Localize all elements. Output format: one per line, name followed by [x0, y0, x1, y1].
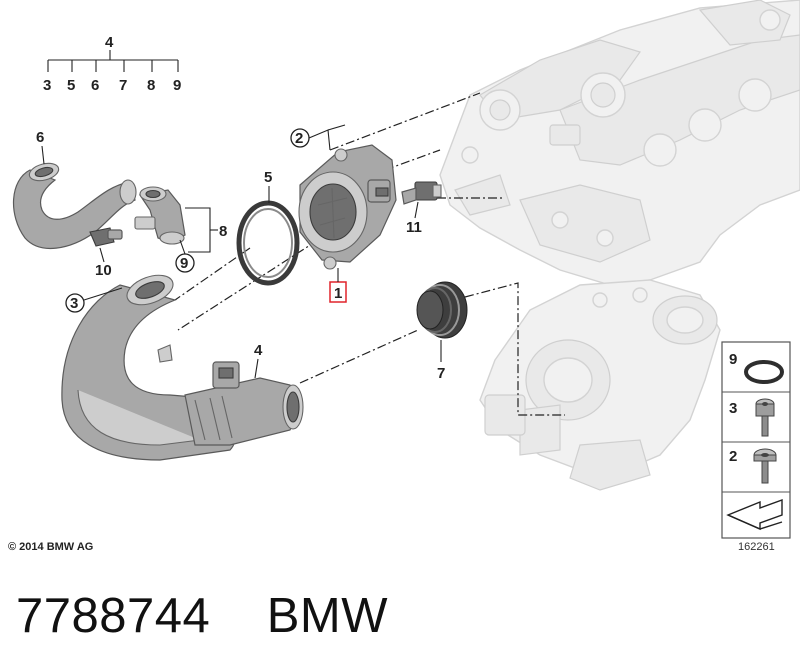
- arrow-icon: [726, 499, 783, 531]
- callout-3: 3: [70, 295, 78, 312]
- copyright-text: © 2014 BMW AG: [8, 541, 94, 553]
- throttle-valve: [298, 144, 397, 270]
- charge-hose: [13, 162, 137, 250]
- callout-4: 4: [254, 342, 263, 359]
- torx-bolt-icon: [753, 448, 777, 484]
- callout-6-child: 6: [91, 77, 99, 94]
- small-connector: [89, 227, 123, 247]
- callouts: 6 2 5 8 9 10 11 1 3 4: [36, 124, 445, 382]
- elbow-connector: [134, 186, 186, 245]
- callout-7-child: 7: [119, 77, 127, 94]
- callout-8: 8: [219, 223, 227, 240]
- hardware-legend: 9 3 2: [721, 341, 791, 539]
- callout-tree: 4 3 5 6 7 8 9: [43, 34, 181, 94]
- callout-6: 6: [36, 129, 44, 146]
- callout-8-child: 8: [147, 77, 155, 94]
- legend-label-3: 3: [729, 400, 737, 417]
- callout-2: 2: [295, 130, 303, 147]
- socket-bolt-icon: [755, 398, 775, 437]
- callout-10: 10: [95, 262, 112, 279]
- bellows-seal: [416, 281, 468, 339]
- legend-label-2: 2: [729, 448, 737, 465]
- footer-caption: 7788744 BMW: [16, 588, 388, 644]
- callout-5: 5: [264, 169, 272, 186]
- cylinder-head-ghost: [439, 0, 800, 286]
- callout-1: 1: [334, 285, 342, 302]
- callout-4-parent: 4: [105, 34, 114, 51]
- part-number: 7788744: [16, 589, 211, 643]
- legend-label-9: 9: [729, 351, 737, 368]
- callout-9-child: 9: [173, 77, 181, 94]
- intake-duct: [61, 274, 304, 461]
- callout-3-child: 3: [43, 77, 51, 94]
- seal-ring: [236, 200, 300, 286]
- callout-7: 7: [437, 365, 445, 382]
- sensor: [401, 181, 442, 205]
- alignment-lines: [174, 92, 565, 416]
- brand-name: BMW: [266, 589, 388, 643]
- callout-3-circle: [65, 293, 85, 313]
- o-ring-icon: [744, 360, 784, 384]
- callout-9: 9: [180, 255, 188, 272]
- image-number: 162261: [738, 541, 775, 553]
- callout-5-child: 5: [67, 77, 75, 94]
- callout-11: 11: [406, 219, 422, 236]
- turbocharger-ghost: [479, 279, 721, 491]
